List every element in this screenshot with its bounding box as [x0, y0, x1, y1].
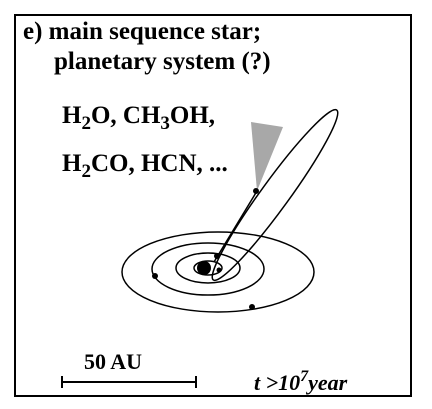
molecule-ch3-text: O, CH [90, 102, 161, 129]
orbit-ellipse-4 [121, 231, 315, 313]
planet-dot-inner [216, 267, 222, 273]
molecule-h2o-subscript: 2 [81, 113, 91, 134]
time-label-unit: year [308, 370, 348, 395]
time-label-prefix: t >10 [254, 370, 301, 395]
panel-title-line1: e) main sequence star; [23, 18, 262, 45]
comet-line-to-star [213, 190, 258, 263]
time-label-exponent: 7 [300, 368, 309, 385]
molecule-h2co-h: H [62, 150, 82, 177]
molecule-list-line2: H2CO, HCN, ... [62, 150, 228, 183]
molecule-h2o-h: H [62, 102, 82, 129]
comet-dot [253, 188, 259, 194]
panel-frame [14, 14, 412, 397]
planet-dot-left [152, 273, 158, 279]
orbit-ellipse-1 [193, 260, 223, 276]
molecule-list-line1: H2O, CH3OH, [62, 102, 215, 135]
panel-title-line2: planetary system (?) [54, 48, 271, 75]
molecule-ch3-subscript: 3 [160, 113, 170, 134]
molecule-rest-text: CO, HCN, ... [90, 150, 228, 177]
orbit-ellipse-2 [175, 252, 241, 284]
comet-tail [251, 122, 283, 191]
time-label: t >107year [254, 368, 347, 396]
comet-orbit-ellipse [211, 108, 339, 282]
planet-dot-upper [214, 253, 220, 259]
planet-dot-bottom [249, 304, 255, 310]
scale-bar-label: 50 AU [84, 349, 143, 374]
central-star [197, 261, 211, 275]
molecule-h2co-subscript: 2 [81, 161, 91, 182]
molecule-oh-text: OH, [169, 102, 216, 129]
orbit-ellipse-3 [151, 242, 265, 296]
